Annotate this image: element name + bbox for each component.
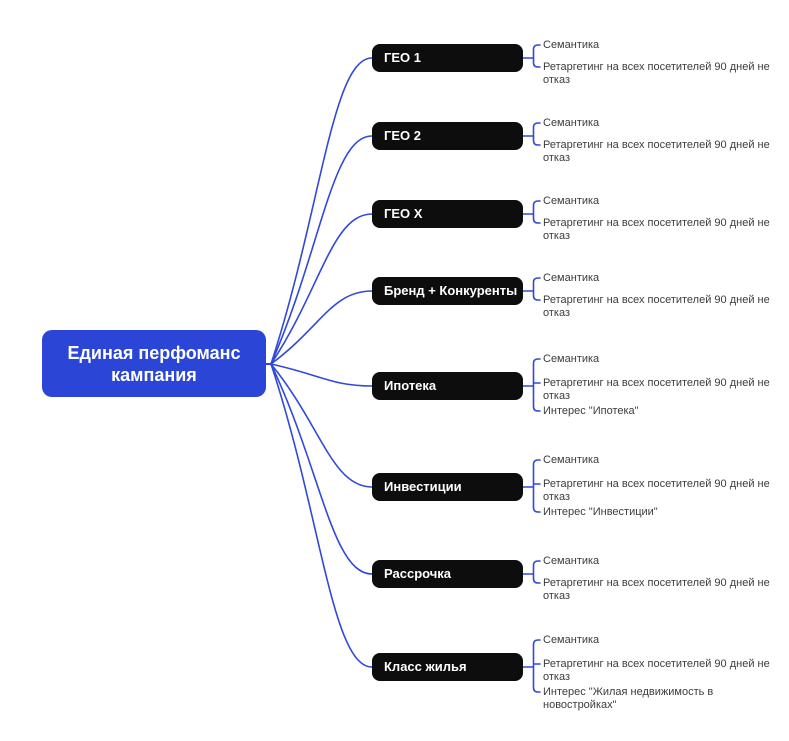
connector-root-to-housing-class — [265, 363, 373, 668]
branch-node-geo-x[interactable]: ГЕО X — [372, 200, 523, 228]
branch-node-brand-competitors[interactable]: Бренд + Конкуренты — [372, 277, 523, 305]
leaf-semantics[interactable]: Семантика — [543, 633, 600, 646]
leaf-semantics[interactable]: Семантика — [543, 554, 600, 567]
branch-node-investments[interactable]: Инвестиции — [372, 473, 523, 501]
leaf-semantics[interactable]: Семантика — [543, 194, 600, 207]
bracket-geo-2 — [522, 122, 541, 146]
leaf-retargeting[interactable]: Ретаргетинг на всех посетителей 90 дней … — [543, 657, 770, 683]
branch-node-geo-1[interactable]: ГЕО 1 — [372, 44, 523, 72]
bracket-geo-x — [522, 200, 541, 224]
leaf-interest[interactable]: Интерес "Инвестиции" — [543, 505, 658, 518]
leaf-semantics[interactable]: Семантика — [543, 352, 600, 365]
connector-root-to-installment — [265, 363, 373, 575]
connector-root-to-geo-x — [265, 213, 373, 365]
connector-root-to-brand-competitors — [265, 290, 373, 365]
leaf-retargeting[interactable]: Ретаргетинг на всех посетителей 90 дней … — [543, 293, 770, 319]
root-node[interactable]: Единая перфоманс кампания — [42, 330, 266, 397]
bracket-geo-1 — [522, 44, 541, 68]
bracket-installment — [522, 560, 541, 584]
branch-node-geo-2[interactable]: ГЕО 2 — [372, 122, 523, 150]
leaf-retargeting[interactable]: Ретаргетинг на всех посетителей 90 дней … — [543, 60, 770, 86]
leaf-semantics[interactable]: Семантика — [543, 271, 600, 284]
leaf-interest[interactable]: Интерес "Ипотека" — [543, 404, 639, 417]
leaf-interest[interactable]: Интерес "Жилая недвижимость в новостройк… — [543, 685, 714, 711]
leaf-retargeting[interactable]: Ретаргетинг на всех посетителей 90 дней … — [543, 576, 770, 602]
leaf-semantics[interactable]: Семантика — [543, 38, 600, 51]
leaf-retargeting[interactable]: Ретаргетинг на всех посетителей 90 дней … — [543, 216, 770, 242]
connector-root-to-geo-2 — [265, 135, 373, 365]
leaf-semantics[interactable]: Семантика — [543, 453, 600, 466]
bracket-brand-competitors — [522, 277, 541, 301]
connector-root-to-geo-1 — [265, 57, 373, 365]
leaf-semantics[interactable]: Семантика — [543, 116, 600, 129]
branch-node-installment[interactable]: Рассрочка — [372, 560, 523, 588]
leaf-retargeting[interactable]: Ретаргетинг на всех посетителей 90 дней … — [543, 376, 770, 402]
leaf-retargeting[interactable]: Ретаргетинг на всех посетителей 90 дней … — [543, 138, 770, 164]
bracket-housing-class — [522, 639, 541, 693]
connector-root-to-investments — [265, 363, 373, 488]
bracket-ipoteka — [522, 358, 541, 412]
connector-root-to-ipoteka — [265, 363, 373, 387]
leaf-retargeting[interactable]: Ретаргетинг на всех посетителей 90 дней … — [543, 477, 770, 503]
bracket-investments — [522, 459, 541, 513]
branch-node-ipoteka[interactable]: Ипотека — [372, 372, 523, 400]
branch-node-housing-class[interactable]: Класс жилья — [372, 653, 523, 681]
